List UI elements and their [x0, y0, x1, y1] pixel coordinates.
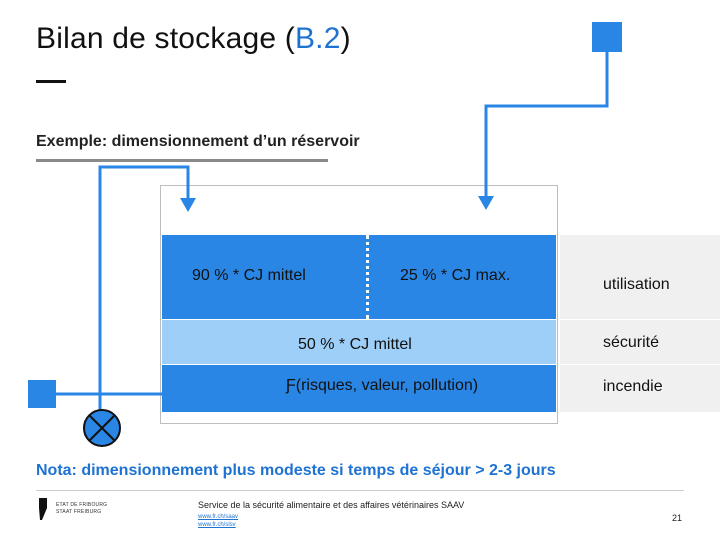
side-securite: sécurité [560, 320, 720, 364]
label-25-cj-max: 25 % * CJ max. [400, 267, 511, 284]
label-risques: Ƒ(risques, valeur, pollution) [286, 377, 479, 394]
side-incendie: incendie [560, 365, 720, 412]
side-label-utilisation: utilisation [603, 276, 670, 293]
logo-text-line2: STAAT FREIBURG [56, 509, 102, 515]
band-utilisation: 90 % * CJ mittel 25 % * CJ max. [162, 235, 556, 319]
label-90-cj-mittel: 90 % * CJ mittel [192, 267, 306, 284]
overflow-square-icon [28, 380, 56, 408]
page-title: Bilan de stockage (B.2) [36, 22, 351, 56]
label-50-cj-mittel: 50 % * CJ mittel [298, 336, 412, 353]
subtitle-rule [36, 159, 328, 162]
title-accent: B.2 [294, 22, 341, 55]
arrow-down-icon [180, 198, 196, 212]
page-number: 21 [672, 513, 683, 523]
arrow-down-icon [478, 196, 494, 210]
band-incendie: Ƒ(risques, valeur, pollution) [162, 365, 556, 412]
logo-comma-icon [39, 498, 47, 520]
side-label-securite: sécurité [603, 334, 660, 351]
title-end: ) [340, 22, 351, 55]
footer-service: Service de la sécurité alimentaire et de… [198, 500, 465, 510]
title-underline [36, 80, 66, 83]
subtitle: Exemple: dimensionnement d’un réservoir [36, 133, 360, 150]
inflow-square-icon [592, 22, 622, 52]
logo-text-line1: ETAT DE FRIBOURG [56, 502, 108, 508]
footer-link-slsv[interactable]: www.fr.ch/slsv [198, 522, 236, 528]
side-label-incendie: incendie [603, 378, 663, 395]
outflow-pipe [98, 165, 190, 410]
side-utilisation: utilisation [560, 235, 720, 319]
band-separator [366, 235, 369, 319]
band-securite: 50 % * CJ mittel [162, 320, 556, 364]
footer-divider [36, 490, 684, 491]
inflow-pipe [484, 52, 609, 198]
footer-link-saav[interactable]: www.fr.ch/saav [198, 514, 239, 520]
note: Nota: dimensionnement plus modeste si te… [36, 462, 556, 479]
title-main: Bilan de stockage ( [36, 22, 295, 55]
